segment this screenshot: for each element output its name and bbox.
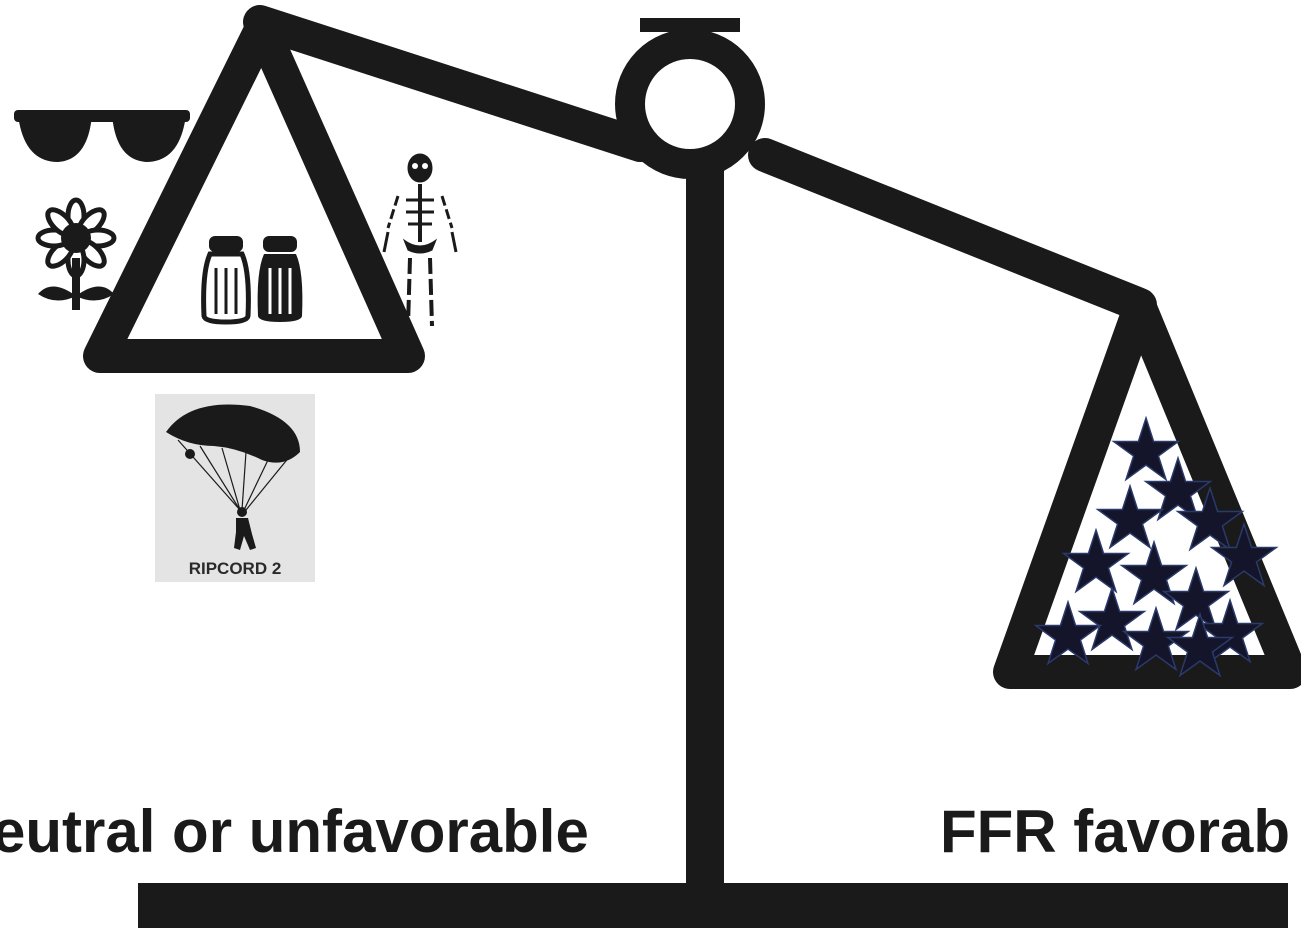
- star-icon: [1164, 568, 1229, 630]
- star-icon: [1098, 486, 1163, 548]
- scale-post: [686, 168, 724, 890]
- caption-left: eutral or unfavorable: [0, 798, 589, 865]
- left-pan: [100, 28, 408, 356]
- pivot-ring: [630, 44, 750, 164]
- pepper-shaker-icon: [258, 236, 303, 322]
- badge-label: RIPCORD 2: [189, 559, 282, 578]
- sunflower-icon: [38, 200, 114, 310]
- parachute-badge: RIPCORD 2: [155, 394, 315, 582]
- salt-shaker-icon: [204, 236, 249, 322]
- right-pan: [1010, 308, 1290, 672]
- star-icon: [1114, 418, 1179, 480]
- caption-right: FFR favorab: [940, 798, 1290, 865]
- sunglasses-icon: [14, 110, 190, 162]
